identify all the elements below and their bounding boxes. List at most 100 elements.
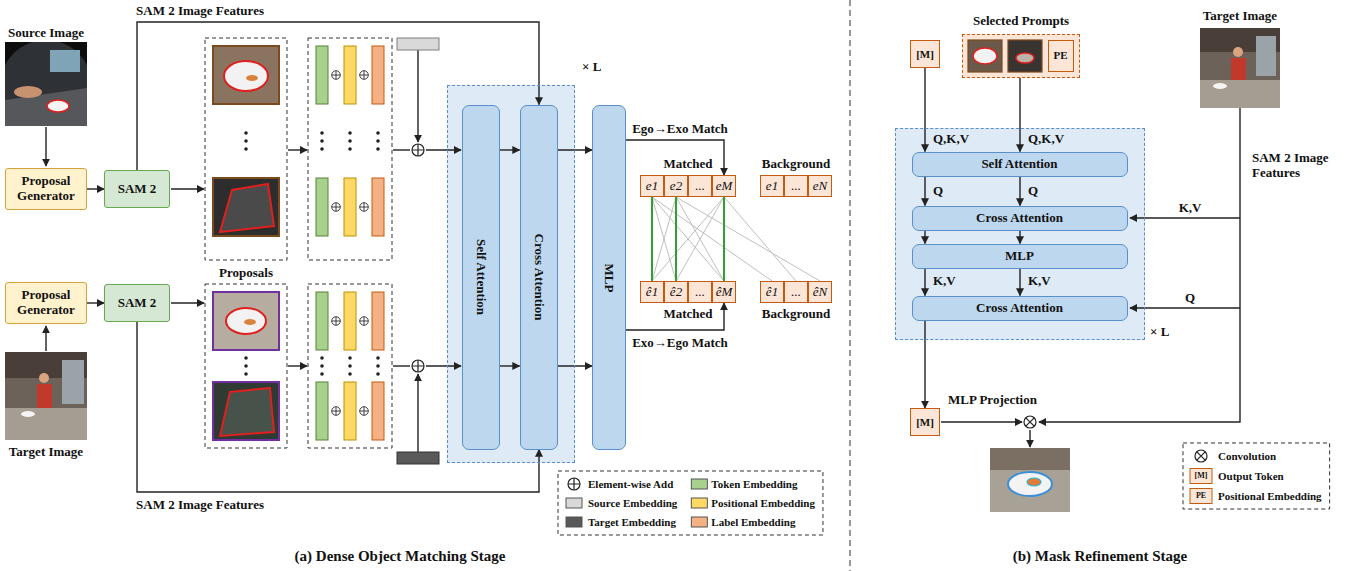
signal-label: MLP Projection — [946, 392, 1039, 407]
box-text: ... — [791, 179, 801, 194]
proposal-panel — [244, 139, 248, 143]
proposal-panel — [213, 178, 279, 236]
edge-label: Q,K,V — [1026, 131, 1066, 146]
connector-arrow — [924, 321, 925, 409]
transformer-block: × LSelf AttentionCross Attention — [447, 85, 575, 463]
legend-swatch — [566, 498, 582, 508]
embedding-panel — [348, 356, 352, 360]
embedding-panel — [376, 147, 380, 151]
match-line — [652, 197, 724, 281]
embedding-bar — [397, 38, 439, 464]
proposal-panel — [213, 292, 279, 350]
output-image — [990, 448, 1070, 512]
mlp-block: MLP — [592, 105, 626, 450]
legend-text: Target Embedding — [588, 516, 676, 529]
proposal-panel — [244, 372, 248, 376]
box-text: Cross Attention — [976, 301, 1063, 316]
box-text: e1 — [646, 179, 658, 194]
edge-label: Exo→Ego Match — [630, 335, 730, 350]
target-photo — [1231, 58, 1246, 80]
legend-swatch — [691, 517, 707, 527]
target-photo — [1200, 28, 1280, 108]
box-text: [M] — [916, 48, 934, 61]
proposal-panel — [244, 364, 248, 368]
box-text: e2 — [670, 179, 682, 194]
match-line — [723, 197, 725, 281]
target-photo — [62, 360, 84, 404]
connector-arrow — [1019, 231, 1020, 244]
output-image — [1027, 478, 1041, 486]
source-photo — [5, 42, 87, 126]
embedding-panel — [372, 46, 384, 104]
layout-arrow — [393, 365, 410, 366]
layout-arrow — [393, 149, 410, 150]
group-fill — [447, 34, 1145, 463]
prompt-image — [1016, 53, 1034, 63]
attention-block: Self Attention — [912, 152, 1128, 177]
connector-arrow — [924, 68, 925, 152]
target-photo — [1200, 80, 1280, 108]
image-label: Source Image — [6, 25, 86, 40]
refinement-block: × LSelf AttentionCross AttentionMLPCross… — [895, 128, 1145, 340]
target-photo — [5, 352, 87, 440]
block-heading: Selected Prompts — [973, 14, 1069, 29]
proposal-panel — [220, 184, 274, 232]
token-box: ... — [784, 281, 808, 303]
box-text: ... — [695, 179, 705, 194]
legend-text: Element-wise Add — [588, 478, 673, 491]
legend-text: Label Embedding — [711, 516, 795, 529]
target-photo — [1233, 47, 1243, 57]
swatch-label: PE — [1194, 491, 1208, 501]
legend-text: Positional Embedding — [711, 497, 815, 510]
embedding-bar — [412, 360, 424, 372]
target-photo — [21, 411, 35, 417]
match-line — [652, 197, 772, 281]
embedding-panel — [316, 382, 328, 440]
connector-arrow — [1019, 78, 1020, 152]
layout-arrow — [417, 50, 418, 142]
subfigure-caption: (a) Dense Object Matching Stage — [293, 548, 508, 565]
box-text: MLP — [1005, 249, 1034, 264]
embedding-panel — [348, 372, 352, 376]
match-line — [652, 197, 724, 281]
edge-label: Q,K,V — [931, 131, 971, 146]
token-box: e2 — [664, 175, 688, 197]
connector-arrow — [626, 303, 724, 330]
group-label: Matched — [661, 306, 714, 321]
attention-block: Cross Attention — [912, 206, 1128, 231]
target-photo — [1200, 28, 1280, 108]
embedding-panel — [376, 356, 380, 360]
feature-line — [941, 421, 1022, 422]
group-label: Background — [760, 156, 832, 171]
box-text: Cross Attention — [976, 211, 1063, 226]
box-text: eM — [716, 179, 733, 194]
image-label: Target Image — [7, 444, 85, 459]
token-box: ... — [688, 281, 712, 303]
layout-arrow — [45, 326, 46, 351]
source-photo — [50, 50, 80, 72]
sam2-box: SAM 2 — [104, 170, 170, 208]
proposal-panel — [246, 75, 258, 81]
embedding-panel — [332, 407, 341, 416]
legend-text: Output Token — [1218, 470, 1284, 483]
embedding-panel — [320, 139, 324, 143]
legend-swatch — [691, 498, 707, 508]
source-photo — [14, 86, 42, 98]
edge-label: K,V — [1026, 273, 1053, 288]
token-box: êN — [808, 281, 832, 303]
embedding-panel — [332, 317, 341, 326]
token-box: ê2 — [664, 281, 688, 303]
token-box: e1 — [760, 175, 784, 197]
group-label: Proposals — [217, 265, 275, 280]
embedding-panel — [376, 139, 380, 143]
connector-arrow — [1019, 269, 1020, 296]
embedding-panel — [360, 203, 369, 212]
sam2-box: SAM 2 — [104, 284, 170, 322]
proposal-panel — [244, 147, 248, 151]
match-line — [676, 197, 724, 281]
layout-arrow — [171, 302, 204, 303]
proposal-panel — [213, 382, 279, 440]
embedding-panel — [348, 131, 352, 135]
image-label: Target Image — [1201, 8, 1279, 23]
feature-line — [1130, 307, 1240, 308]
